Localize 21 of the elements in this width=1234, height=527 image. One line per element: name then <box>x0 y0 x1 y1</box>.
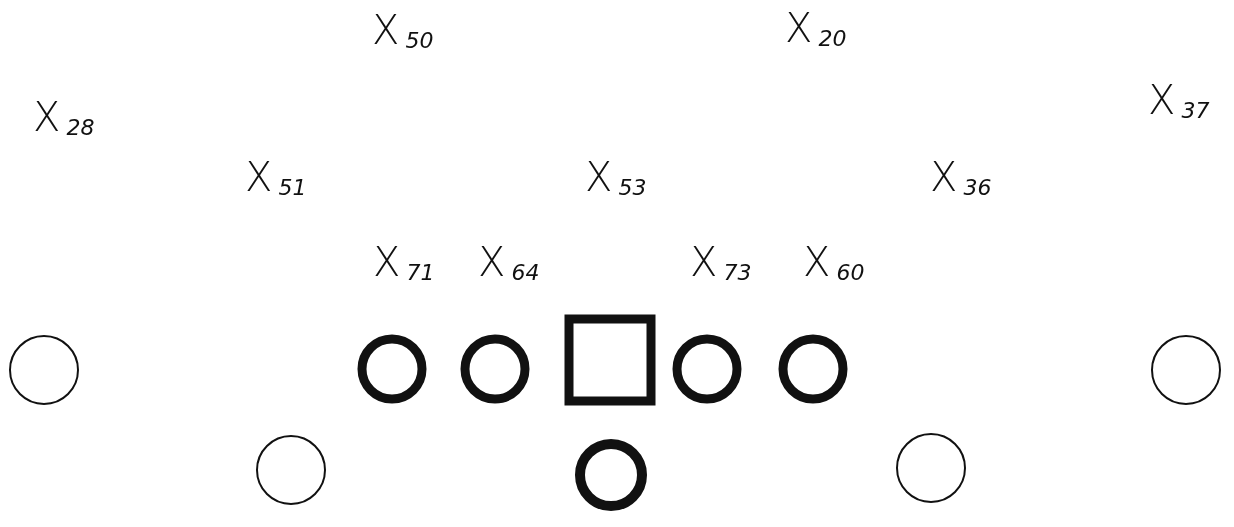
player-circle <box>778 334 848 404</box>
player-label: X$_{37}$ <box>1148 78 1210 125</box>
player-label: X$_{28}$ <box>33 95 95 142</box>
player-label: X$_{60}$ <box>803 240 865 287</box>
player-circle <box>256 435 326 505</box>
player-label: X$_{64}$ <box>478 240 540 287</box>
player-circle <box>672 334 742 404</box>
player-circle <box>357 334 427 404</box>
player-circle <box>9 335 79 405</box>
player-circle <box>896 433 966 503</box>
player-label: X$_{51}$ <box>245 155 307 202</box>
player-label: X$_{20}$ <box>785 6 847 53</box>
player-label: X$_{36}$ <box>930 155 992 202</box>
player-circle <box>575 439 647 511</box>
center-square <box>564 314 656 406</box>
player-label: X$_{53}$ <box>585 155 647 202</box>
player-label: X$_{73}$ <box>690 240 752 287</box>
player-circle <box>460 334 530 404</box>
player-circle <box>1151 335 1221 405</box>
player-label: X$_{71}$ <box>373 240 435 287</box>
player-label: X$_{50}$ <box>372 8 434 55</box>
